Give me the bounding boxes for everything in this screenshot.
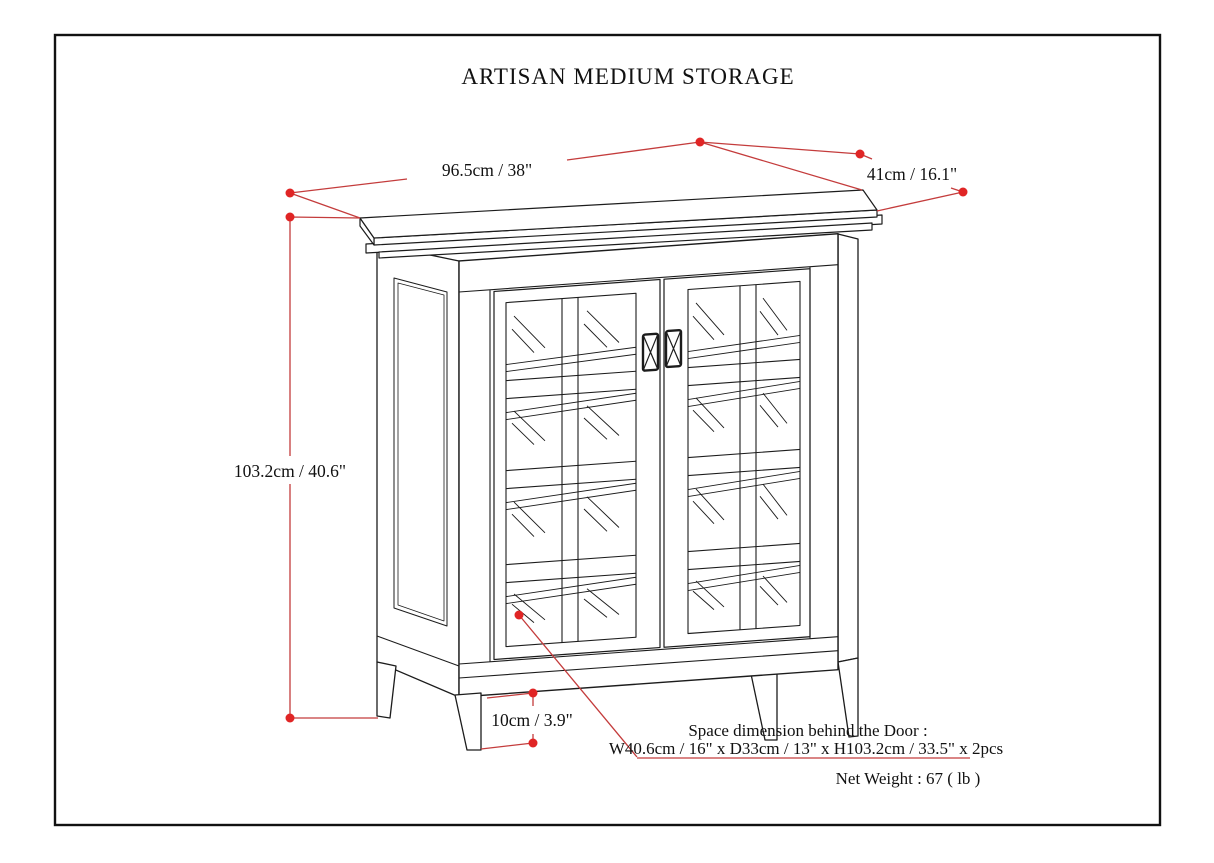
dimension-dot: [285, 713, 295, 723]
front-left-leg: [454, 692, 482, 751]
dimension-dot: [695, 137, 705, 147]
door-rails: [506, 358, 800, 584]
dimension-dot: [528, 688, 538, 698]
left-door: [493, 278, 661, 661]
leg-height-label: 10cm / 3.9": [491, 710, 573, 730]
cabinet-left-side: [376, 243, 460, 698]
page-title: ARTISAN MEDIUM STORAGE: [461, 64, 794, 89]
leg-height-dimension: 10cm / 3.9": [480, 688, 573, 750]
door-mullions: [561, 284, 757, 643]
dimension-dot: [855, 149, 865, 159]
space-note-line2: W40.6cm / 16" x D33cm / 13" x H103.2cm /…: [609, 739, 1003, 758]
dimension-dot: [528, 738, 538, 748]
cabinet-drawing: [359, 189, 883, 751]
glass-reflections: [511, 297, 788, 623]
space-dimension-note: Space dimension behind the Door : W40.6c…: [514, 610, 1003, 759]
door-handle-right: [664, 328, 683, 369]
height-dimension: 103.2cm / 40.6": [234, 212, 378, 723]
cabinet-front-face: [458, 233, 839, 698]
door-handle-left: [641, 332, 660, 372]
page-border: [53, 33, 1162, 827]
height-label: 103.2cm / 40.6": [234, 461, 346, 481]
depth-label: 41cm / 16.1": [867, 164, 957, 184]
dimension-dot: [514, 610, 524, 620]
width-label: 96.5cm / 38": [442, 160, 532, 180]
space-note-line1: Space dimension behind the Door :: [688, 721, 927, 740]
depth-dimension: 41cm / 16.1": [855, 149, 968, 212]
cabinet-right-side: [837, 233, 859, 663]
cabinet-top: [359, 189, 883, 259]
dimension-dot: [285, 188, 295, 198]
right-door: [663, 268, 811, 648]
shelf-lines: [505, 335, 801, 605]
dimension-dot: [285, 212, 295, 222]
dimension-dot: [958, 187, 968, 197]
width-dimension: 96.5cm / 38": [285, 137, 863, 219]
net-weight-note: Net Weight : 67 ( lb ): [836, 769, 981, 788]
